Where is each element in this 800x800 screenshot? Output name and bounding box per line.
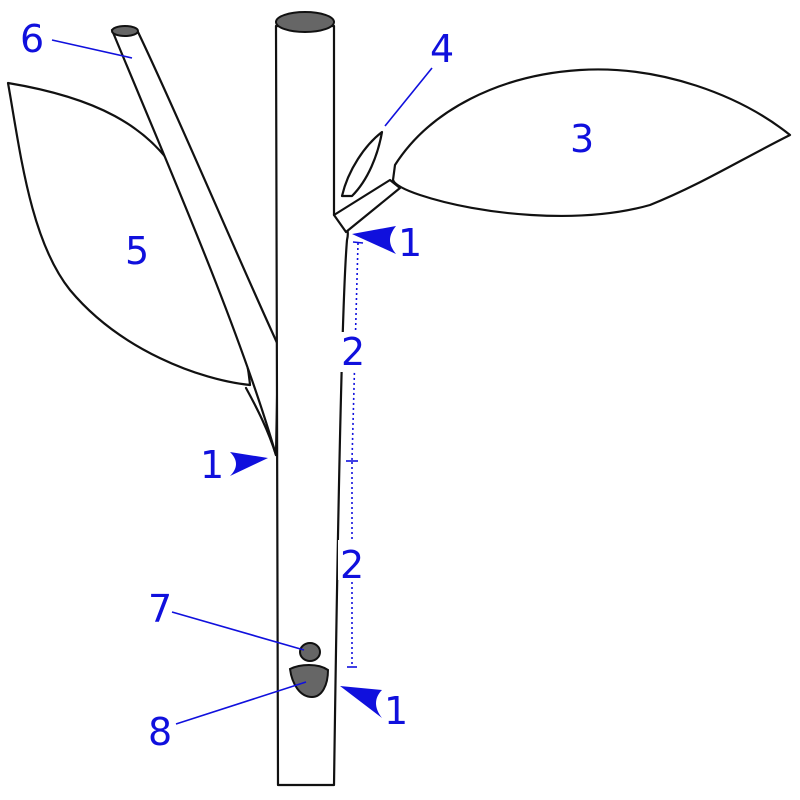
internode-label-bg-lower xyxy=(338,540,366,580)
leader-bud-scar xyxy=(171,611,305,651)
node-arrow-upper xyxy=(352,226,396,254)
label-node-middle: 1 xyxy=(200,443,224,487)
main-stem xyxy=(274,24,349,787)
internode-line-upper xyxy=(351,242,359,461)
leader-branch xyxy=(51,39,133,59)
left-leaf xyxy=(6,81,252,387)
node-arrow-middle xyxy=(230,452,268,476)
axillary-bud xyxy=(340,130,384,198)
label-node-upper: 1 xyxy=(398,221,422,265)
label-right-leaf: 3 xyxy=(570,117,594,161)
branch-cut-end xyxy=(111,25,139,37)
label-leaf-scar: 8 xyxy=(148,710,172,754)
stem-cut-top xyxy=(275,11,335,33)
leaf-scar xyxy=(288,664,330,699)
right-leaf-petiole xyxy=(332,178,402,234)
label-bud-scar: 7 xyxy=(148,587,172,631)
label-node-lower: 1 xyxy=(384,689,408,733)
node-arrow-lower xyxy=(340,686,382,718)
label-axillary-bud: 4 xyxy=(430,27,454,71)
leader-leaf-scar xyxy=(175,681,307,725)
internode-label-bg-upper xyxy=(340,332,368,372)
right-leaf xyxy=(391,68,792,217)
label-internode-upper: 2 xyxy=(341,330,365,374)
internode-tick-top xyxy=(352,241,364,244)
bud-scar xyxy=(299,642,321,662)
label-internode-lower: 2 xyxy=(340,543,364,587)
branch xyxy=(110,28,280,457)
leader-axillary-bud xyxy=(384,67,433,127)
label-left-leaf: 5 xyxy=(125,229,149,273)
label-branch: 6 xyxy=(20,17,44,61)
